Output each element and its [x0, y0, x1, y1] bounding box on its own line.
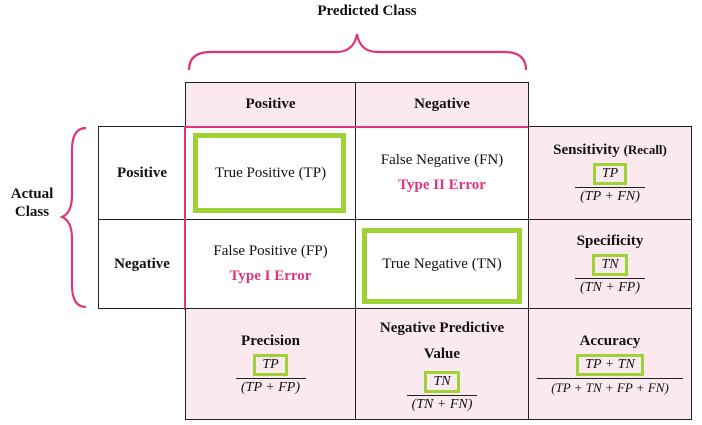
- specificity-cell: Specificity TN (TN + FP): [528, 219, 692, 309]
- accuracy-cell: Accuracy TP + TN (TP + TN + FP + FN): [528, 308, 692, 420]
- col-header-negative: Negative: [355, 82, 529, 127]
- true-positive-label: True Positive (TP): [214, 164, 327, 181]
- actual-class-title: Actual Class: [2, 185, 62, 221]
- type-ii-error-label: Type II Error: [398, 177, 486, 193]
- accuracy-formula: TP + TN (TP + TN + FP + FN): [537, 353, 683, 396]
- true-positive-highlight: [193, 133, 346, 213]
- type-i-error-label: Type I Error: [229, 268, 312, 284]
- sensitivity-denominator: (TP + FN): [580, 188, 640, 204]
- actual-class-brace: [60, 126, 87, 309]
- negative-predictive-value-cell: Negative Predictive Value TN (TN + FN): [355, 308, 529, 420]
- fraction-bar: [575, 186, 645, 188]
- sensitivity-title-text: Sensitivity: [553, 141, 620, 158]
- npv-numerator: TN: [424, 371, 460, 393]
- npv-title-line2: Value: [423, 346, 461, 362]
- sensitivity-title: Sensitivity (Recall): [553, 142, 667, 159]
- row-header-positive: Positive: [98, 126, 186, 220]
- npv-denominator: (TN + FN): [411, 397, 473, 412]
- accuracy-title: Accuracy: [579, 332, 641, 349]
- fraction-bar: [575, 277, 645, 279]
- precision-formula: TP (TP + FP): [235, 353, 306, 396]
- npv-title: Negative Predictive Value: [380, 315, 504, 367]
- fraction-bar: [407, 395, 477, 396]
- precision-cell: Precision TP (TP + FP): [185, 308, 356, 420]
- sensitivity-numerator: TP: [592, 162, 628, 185]
- accuracy-numerator: TP + TN: [576, 353, 644, 376]
- row-header-negative: Negative: [98, 219, 186, 309]
- true-negative-highlight: [362, 228, 522, 304]
- false-negative-label: False Negative (FN): [380, 152, 504, 168]
- npv-title-line1: Negative Predictive: [379, 320, 505, 336]
- true-negative-cell: True Negative (TN): [355, 219, 529, 309]
- predicted-class-brace: [187, 33, 528, 71]
- precision-title: Precision: [241, 332, 300, 349]
- npv-formula: TN (TN + FN): [407, 371, 477, 413]
- accuracy-denominator: (TP + TN + FP + FN): [551, 379, 669, 395]
- sensitivity-formula: TP (TP + FN): [575, 162, 645, 205]
- actual-class-line2: Class: [14, 204, 50, 220]
- specificity-title: Specificity: [576, 232, 644, 249]
- precision-numerator: TP: [253, 353, 288, 376]
- confusion-matrix-outline: [184, 126, 530, 310]
- sensitivity-cell: Sensitivity (Recall) TP (TP + FN): [528, 126, 692, 220]
- specificity-denominator: (TN + FP): [580, 279, 640, 295]
- recall-subtitle: (Recall): [623, 141, 667, 157]
- col-header-positive: Positive: [185, 82, 356, 127]
- true-negative-label: True Negative (TN): [382, 255, 502, 272]
- fraction-bar: [537, 377, 683, 379]
- false-positive-label: False Positive (FP): [213, 243, 328, 259]
- predicted-class-title: Predicted Class: [317, 3, 417, 19]
- specificity-formula: TN (TN + FP): [575, 253, 645, 296]
- actual-class-line1: Actual: [10, 186, 54, 202]
- precision-denominator: (TP + FP): [241, 379, 300, 395]
- fraction-bar: [235, 377, 306, 379]
- specificity-numerator: TN: [592, 253, 628, 276]
